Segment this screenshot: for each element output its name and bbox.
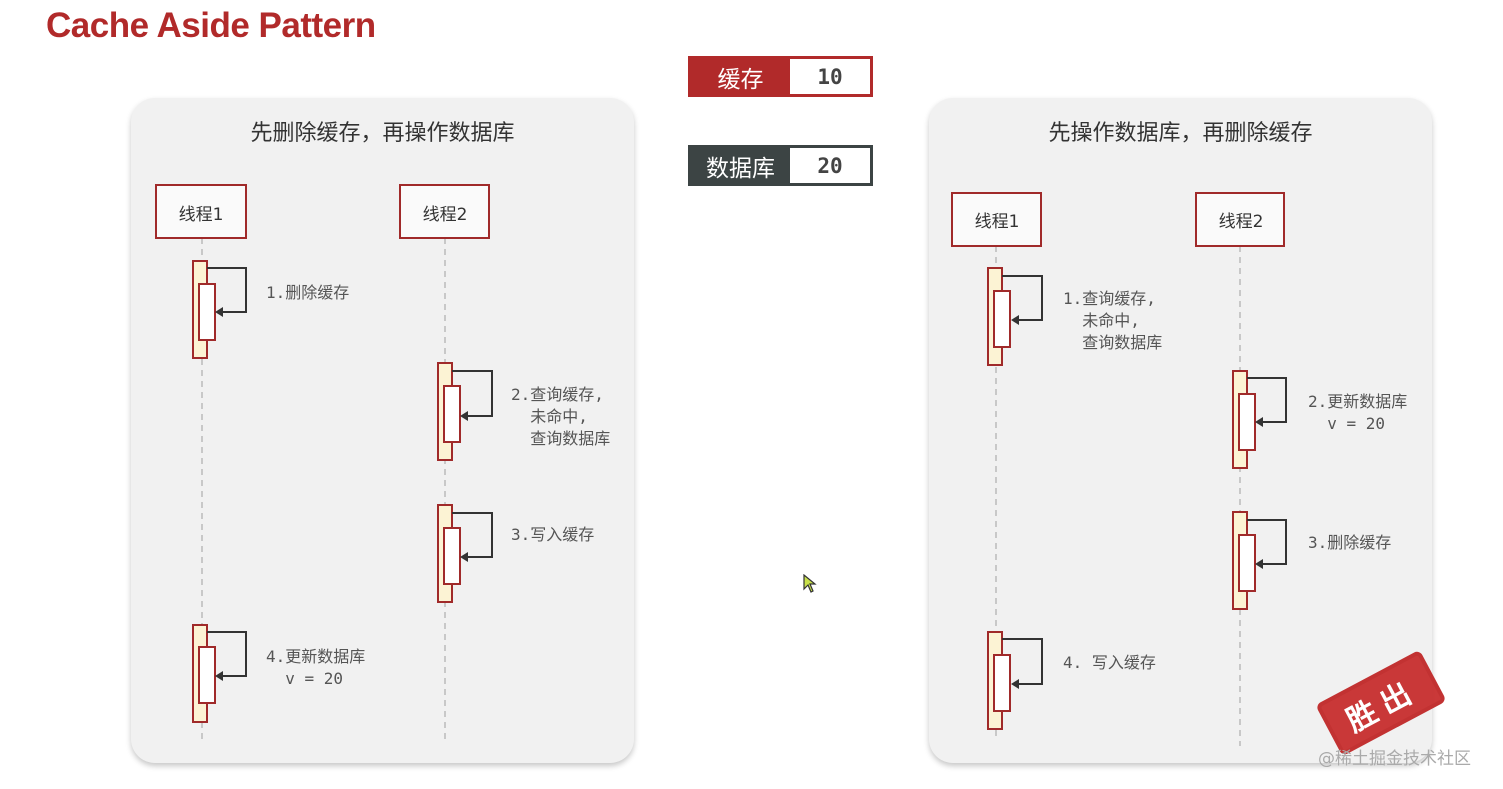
- left-step3-text: 3.写入缓存: [511, 525, 595, 544]
- cache-value-box: 缓存 10: [688, 56, 873, 97]
- step3-activation: [1232, 511, 1287, 610]
- watermark: @稀土掘金技术社区: [1318, 749, 1471, 769]
- right-step2-text: 2.更新数据库 v = 20: [1308, 392, 1408, 433]
- step1-activation: [987, 267, 1043, 366]
- step2-activation: [437, 362, 493, 461]
- left-panel: 先删除缓存，再操作数据库 线程1: [131, 98, 634, 763]
- database-label: 数据库: [691, 148, 790, 183]
- step4-activation: [192, 624, 247, 723]
- thread2-box: [399, 184, 490, 239]
- right-step1-text: 1.查询缓存, 未命中, 查询数据库: [1063, 289, 1163, 352]
- left-step4-text: 4.更新数据库 v = 20: [266, 647, 366, 688]
- cache-value: 10: [790, 59, 870, 94]
- cache-label: 缓存: [691, 59, 790, 94]
- right-step4-text: 4. 写入缓存: [1063, 653, 1156, 672]
- left-step2-text: 2.查询缓存, 未命中, 查询数据库: [511, 385, 611, 448]
- left-thread2-label: 线程2: [422, 205, 468, 225]
- page-title: Cache Aside Pattern: [46, 6, 376, 45]
- right-step3-text: 3.删除缓存: [1308, 533, 1392, 552]
- step1-activation: [192, 260, 247, 359]
- thread1-box: [951, 192, 1042, 247]
- database-value-box: 数据库 20: [688, 145, 873, 186]
- step3-activation: [437, 504, 493, 603]
- left-step1-text: 1.删除缓存: [266, 283, 350, 302]
- left-panel-title: 先删除缓存，再操作数据库: [250, 121, 515, 146]
- right-panel-title: 先操作数据库，再删除缓存: [1048, 121, 1313, 146]
- left-sequence-diagram: [155, 184, 493, 740]
- right-thread1-label: 线程1: [974, 212, 1020, 232]
- thread1-box: [155, 184, 247, 239]
- right-thread2-label: 线程2: [1218, 212, 1264, 232]
- database-value: 20: [790, 148, 870, 183]
- right-panel: 先操作数据库，再删除缓存 线程1: [929, 98, 1432, 763]
- thread2-box: [1195, 192, 1285, 247]
- left-thread1-label: 线程1: [178, 205, 224, 225]
- step4-activation: [987, 631, 1043, 730]
- mouse-cursor-icon: [803, 574, 817, 593]
- right-sequence-diagram: [951, 192, 1287, 746]
- step2-activation: [1232, 370, 1287, 469]
